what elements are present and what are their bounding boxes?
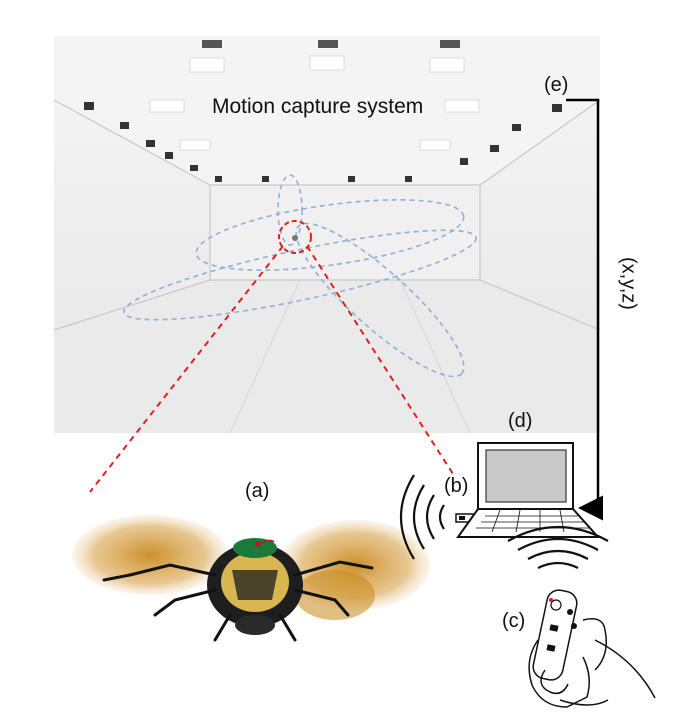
label-e: (e) — [544, 74, 569, 96]
beetle-icon — [72, 515, 430, 642]
wii-remote-icon — [528, 589, 656, 708]
label-c: (c) — [502, 610, 526, 632]
camera-icon — [490, 145, 499, 152]
camera-icon — [552, 104, 562, 112]
camera-icon — [190, 165, 198, 171]
position-data-link — [566, 98, 603, 521]
camera-icon — [460, 158, 468, 165]
camera-icon — [262, 176, 269, 182]
camera-icon — [348, 176, 355, 182]
link-label: (x,y,z) — [617, 257, 640, 310]
radio-wave-icon — [399, 474, 445, 560]
camera-icon — [120, 122, 129, 129]
camera-icon — [405, 176, 412, 182]
room-title: Motion capture system — [212, 95, 424, 118]
zoom-lines — [89, 245, 454, 493]
camera-icon — [512, 124, 521, 131]
radio-wave-icon — [507, 526, 609, 569]
camera-icon — [215, 176, 222, 182]
camera-icons — [84, 102, 562, 182]
laptop-icon — [456, 442, 601, 538]
label-b: (b) — [444, 475, 469, 497]
label-a: (a) — [245, 480, 270, 502]
camera-icon — [146, 140, 155, 147]
flight-trajectory — [123, 174, 477, 378]
camera-icon — [84, 102, 94, 110]
label-d: (d) — [508, 410, 533, 432]
beetle-in-room — [292, 235, 298, 241]
beetle-in-room-marker — [278, 220, 312, 254]
motion-capture-room — [53, 36, 601, 434]
camera-icon — [165, 152, 173, 159]
